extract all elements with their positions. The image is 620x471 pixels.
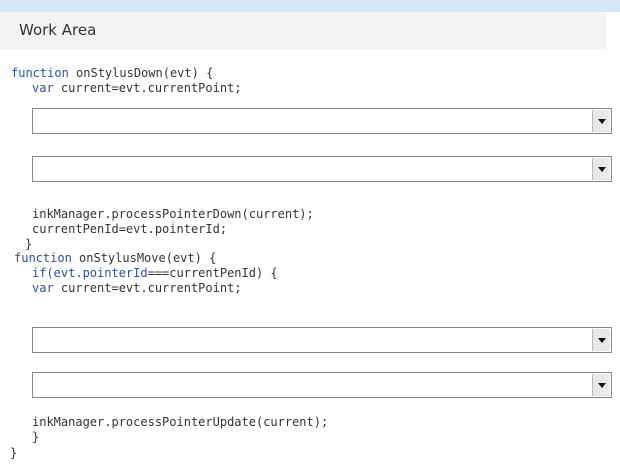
code-text: ===currentPenId) { [147,266,278,280]
code-dropdown-3[interactable] [32,327,612,353]
dropdown-button[interactable] [592,374,610,396]
code-line: var current=evt.currentPoint; [32,281,242,295]
code-line: inkManager.processPointerDown(current); [32,207,314,221]
top-accent-bar [0,0,620,12]
code-keyword: var [32,81,54,95]
code-line: } [32,430,40,444]
code-text: current=evt.currentPoint; [53,81,242,95]
chevron-down-icon [598,167,606,172]
code-text: onStylusDown(evt) { [68,66,214,80]
work-area-header: Work Area [0,12,606,49]
code-keyword: var [32,281,54,295]
code-keyword: function [14,251,72,265]
code-line: currentPenId=evt.pointerId; [32,222,228,236]
chevron-down-icon [598,338,606,343]
code-dropdown-2[interactable] [32,156,612,182]
dropdown-button[interactable] [592,158,610,180]
code-dropdown-1[interactable] [32,108,612,134]
code-keyword: function [11,66,69,80]
code-line: function onStylusMove(evt) { [14,251,216,265]
chevron-down-icon [598,119,606,124]
code-text: current=evt.currentPoint; [53,281,242,295]
code-line: } [25,237,33,251]
chevron-down-icon [598,383,606,388]
dropdown-button[interactable] [592,110,610,132]
code-keyword: if(evt.pointerId [32,266,148,280]
code-text: onStylusMove(evt) { [71,251,217,265]
dropdown-button[interactable] [592,329,610,351]
code-line: if(evt.pointerId===currentPenId) { [32,266,278,280]
code-line: var current=evt.currentPoint; [32,81,242,95]
code-line: } [10,446,18,460]
code-line: inkManager.processPointerUpdate(current)… [32,415,329,429]
code-dropdown-4[interactable] [32,372,612,398]
code-line: function onStylusDown(evt) { [11,66,213,80]
page-title: Work Area [19,21,97,39]
